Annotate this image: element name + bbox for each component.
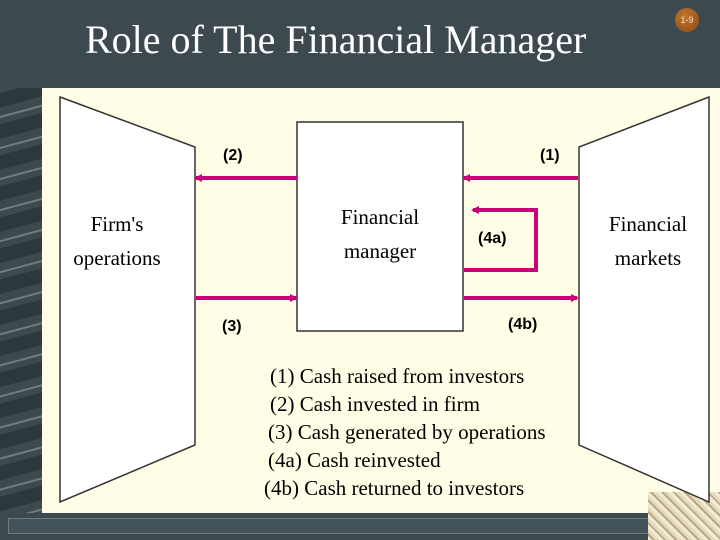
financial-markets-label: Financial markets <box>608 212 688 270</box>
title-bar <box>0 0 720 88</box>
legend-item-2: (2) Cash invested in firm <box>270 392 480 416</box>
flow-label-2: (2) <box>223 147 243 164</box>
flow-label-3: (3) <box>222 318 242 335</box>
financial-manager-label: Financial manager <box>340 205 420 263</box>
firm-operations-shape <box>59 95 196 504</box>
legend-item-4b: (4b) Cash returned to investors <box>264 476 525 500</box>
legend-item-4a: (4a) Cash reinvested <box>268 448 441 472</box>
legend-item-1: (1) Cash raised from investors <box>270 364 525 388</box>
legend: (1) Cash raised from investors (2) Cash … <box>264 362 546 502</box>
page-number-badge: 1-9 <box>675 8 699 32</box>
flow-label-4a: (4a) <box>478 230 507 247</box>
legend-item-3: (3) Cash generated by operations <box>268 420 546 444</box>
financial-manager-box <box>296 121 464 332</box>
flow-label-4b: (4b) <box>508 316 538 333</box>
arrow-4a <box>464 206 538 272</box>
financial-markets-shape <box>578 95 710 504</box>
slide-title: Role of The Financial Manager <box>85 17 587 62</box>
flow-label-1: (1) <box>540 147 560 164</box>
firm-operations-label: Firm's operations <box>73 212 161 270</box>
left-decorative-bar <box>0 0 50 540</box>
